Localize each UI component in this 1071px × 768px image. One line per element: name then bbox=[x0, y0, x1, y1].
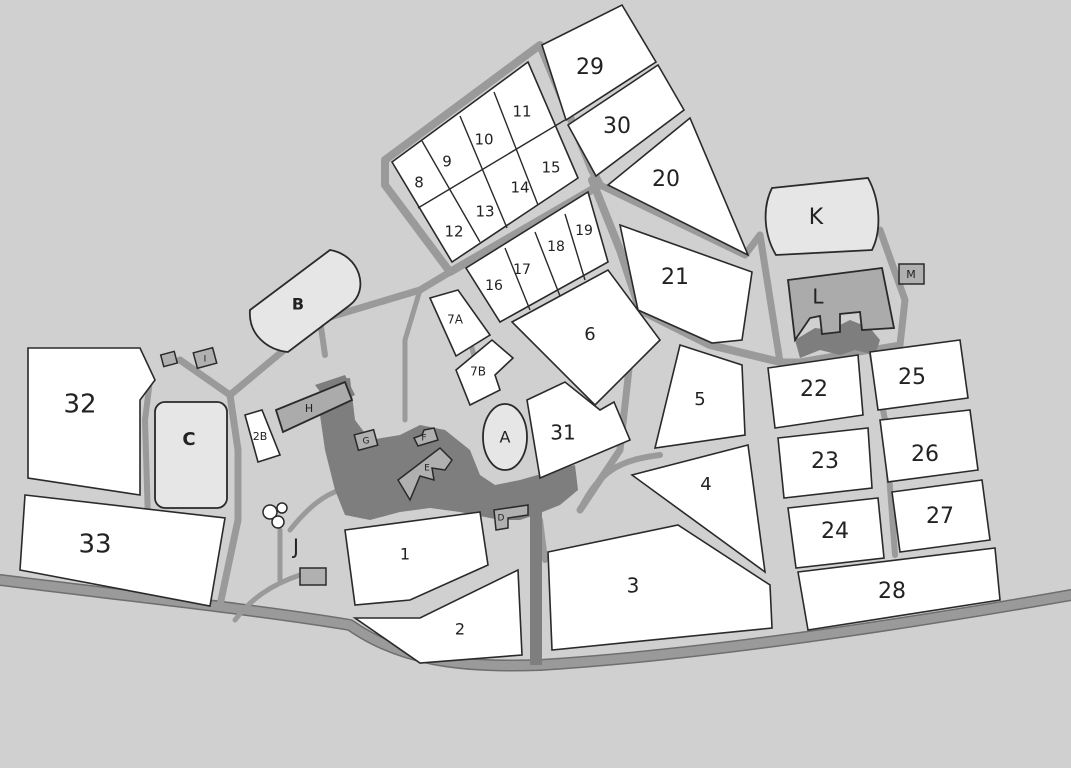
label-17: 17 bbox=[513, 262, 531, 278]
plots bbox=[19, 3, 1001, 664]
label-25: 25 bbox=[898, 365, 926, 390]
label-7a: 7A bbox=[447, 313, 464, 327]
label-30: 30 bbox=[603, 114, 631, 139]
building-i-small bbox=[159, 350, 179, 368]
plot-29 bbox=[541, 3, 658, 122]
building-l bbox=[787, 267, 896, 343]
label-27: 27 bbox=[926, 504, 954, 529]
label-20: 20 bbox=[652, 167, 680, 192]
label-building-f: F bbox=[421, 434, 426, 444]
plot-grid-8-19 bbox=[390, 60, 609, 324]
plot-21 bbox=[618, 223, 753, 344]
building-d bbox=[493, 504, 529, 531]
label-building-g: G bbox=[363, 437, 370, 447]
map-labels: 32 33 1 2 3 4 5 6 7A 7B 2B 8 9 10 11 12 … bbox=[63, 55, 954, 639]
label-building-l: L bbox=[812, 285, 824, 309]
label-9: 9 bbox=[442, 153, 452, 171]
plot-33 bbox=[19, 494, 226, 607]
plot-28 bbox=[797, 547, 1001, 631]
label-7b: 7B bbox=[470, 365, 486, 379]
building-e bbox=[397, 447, 453, 502]
building-a bbox=[482, 403, 528, 471]
label-32: 32 bbox=[63, 390, 96, 420]
label-building-b: B bbox=[292, 295, 304, 314]
label-building-a: A bbox=[500, 428, 511, 447]
building-k bbox=[764, 177, 880, 256]
label-6: 6 bbox=[584, 324, 595, 345]
plot-31 bbox=[526, 381, 632, 480]
plot-3 bbox=[547, 524, 773, 651]
label-21: 21 bbox=[661, 265, 689, 290]
plot-4 bbox=[630, 443, 767, 574]
label-2: 2 bbox=[455, 620, 465, 639]
label-building-i: I bbox=[204, 355, 207, 365]
plot-23 bbox=[777, 427, 873, 499]
label-19: 19 bbox=[575, 223, 593, 239]
plot-2b bbox=[244, 409, 282, 464]
building-f bbox=[412, 427, 439, 447]
label-18: 18 bbox=[547, 239, 565, 255]
label-2b: 2B bbox=[253, 430, 268, 443]
plot-1 bbox=[344, 511, 489, 606]
plot-27 bbox=[891, 479, 991, 553]
label-16: 16 bbox=[485, 278, 503, 294]
label-4: 4 bbox=[700, 474, 711, 495]
label-28: 28 bbox=[878, 579, 906, 604]
label-11: 11 bbox=[512, 103, 531, 121]
building-i bbox=[192, 346, 218, 370]
label-building-j: J bbox=[291, 535, 299, 559]
label-26: 26 bbox=[911, 442, 939, 467]
plot-25 bbox=[869, 339, 969, 411]
plot-6 bbox=[510, 268, 662, 407]
building-j-shed bbox=[299, 567, 327, 586]
label-31: 31 bbox=[550, 421, 575, 445]
label-1: 1 bbox=[400, 545, 410, 564]
label-8: 8 bbox=[414, 174, 424, 192]
tree-cluster-icon bbox=[262, 502, 288, 529]
label-building-h: H bbox=[305, 402, 313, 415]
label-building-k: K bbox=[809, 205, 824, 230]
label-building-e: E bbox=[424, 464, 430, 474]
label-23: 23 bbox=[811, 449, 839, 474]
plot-32 bbox=[27, 347, 156, 496]
plot-26 bbox=[879, 409, 979, 483]
label-building-d: D bbox=[498, 514, 505, 524]
plot-24 bbox=[787, 497, 885, 569]
building-c bbox=[154, 401, 228, 509]
label-3: 3 bbox=[627, 574, 640, 598]
building-h bbox=[274, 380, 354, 434]
label-5: 5 bbox=[694, 389, 705, 410]
label-building-m: M bbox=[906, 268, 916, 281]
label-33: 33 bbox=[78, 530, 111, 560]
building-g bbox=[353, 428, 379, 452]
label-29: 29 bbox=[576, 55, 604, 80]
plot-20 bbox=[606, 116, 750, 257]
label-13: 13 bbox=[475, 203, 494, 221]
label-15: 15 bbox=[541, 159, 560, 177]
label-22: 22 bbox=[800, 377, 828, 402]
label-building-c: C bbox=[182, 429, 195, 450]
label-10: 10 bbox=[474, 131, 493, 149]
plot-5 bbox=[653, 343, 746, 449]
plot-22 bbox=[767, 354, 864, 429]
plot-2 bbox=[352, 568, 523, 664]
label-24: 24 bbox=[821, 519, 849, 544]
label-12: 12 bbox=[444, 223, 463, 241]
label-14: 14 bbox=[510, 179, 529, 197]
plot-7b bbox=[455, 338, 515, 407]
building-m bbox=[898, 263, 925, 285]
plot-30 bbox=[566, 63, 686, 178]
buildings bbox=[154, 177, 925, 586]
plot-7a bbox=[428, 289, 492, 358]
building-b bbox=[249, 249, 362, 353]
